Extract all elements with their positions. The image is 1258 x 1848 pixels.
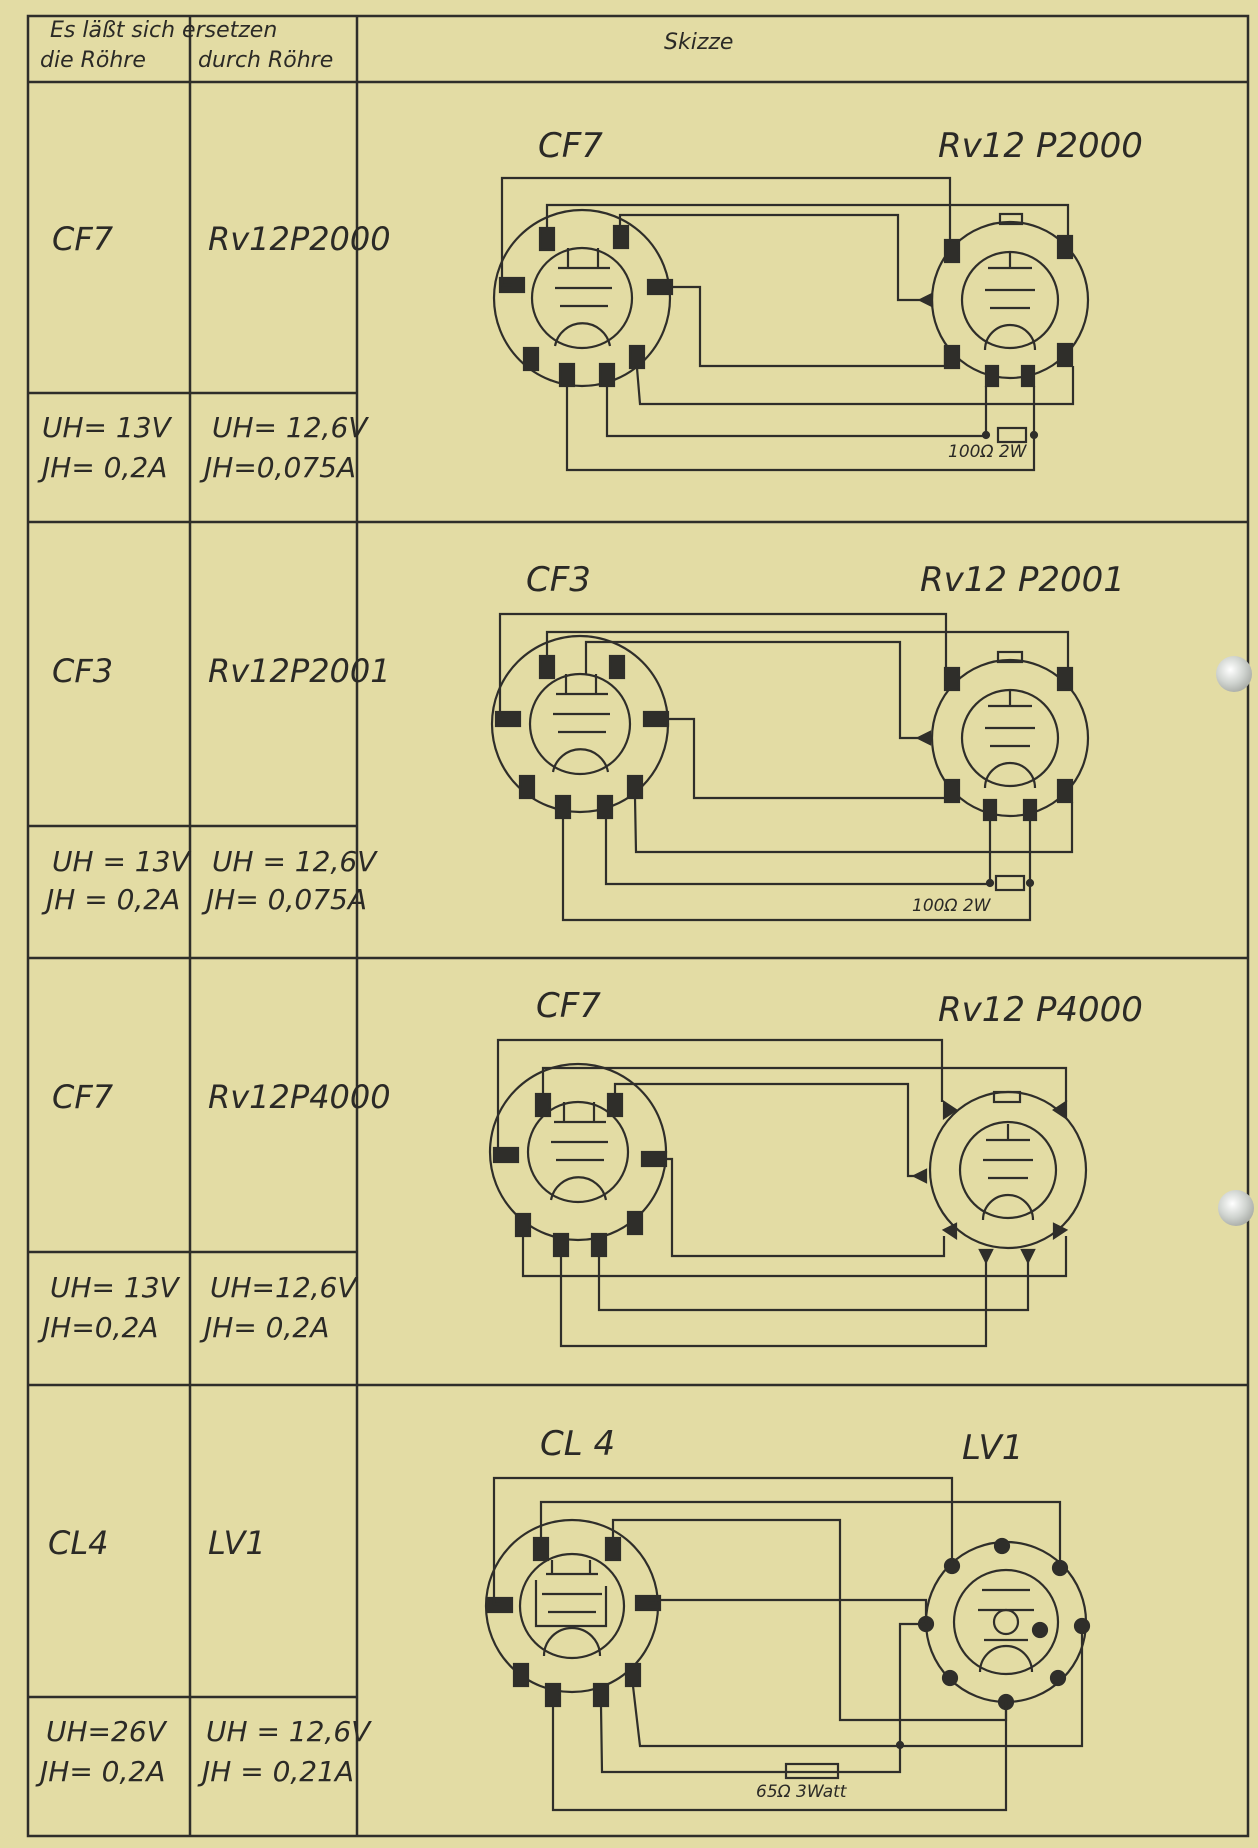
row1-sketch [492,176,1090,472]
row3-original-voltage: UH= 13V [50,1271,179,1304]
header-caption: Es läßt sich ersetzen [50,18,278,43]
row3-original-tube: CF7 [52,1078,114,1116]
row3-original-current: JH=0,2A [42,1311,159,1344]
row3-sketch [488,1038,1088,1348]
row4-original-tube: CL4 [48,1524,109,1562]
row3-wiring [496,1038,1068,1348]
binder-hole-upper [1216,656,1252,692]
row3-replacement-current: JH= 0,2A [204,1311,330,1344]
binder-hole-lower [1218,1190,1254,1226]
row2-original-voltage: UH = 13V [52,845,190,878]
row4-replacement-current: JH = 0,21A [202,1755,355,1788]
row4-right-socket [917,1537,1091,1711]
row2-replacement-current: JH= 0,075A [206,883,367,916]
row1-wiring [500,176,1075,472]
header-replacement-column: durch Röhre [198,48,334,73]
row2-sketch-left-label: CF3 [526,560,591,600]
row2-right-socket [915,650,1090,822]
row4-original-voltage: UH=26V [46,1715,166,1748]
row1-right-socket [917,212,1090,388]
row2-replacement-voltage: UH = 12,6V [212,845,377,878]
row3-left-socket [488,1062,668,1258]
row3-right-socket [911,1090,1088,1265]
row1-sketch-left-label: CF7 [538,126,603,166]
row2-resistor-label: 100Ω 2W [912,896,991,916]
row2-original-current: JH = 0,2A [46,883,181,916]
row4-resistor-label: 65Ω 3Watt [756,1782,847,1802]
row3-sketch-left-label: CF7 [536,986,601,1026]
row4-sketch [484,1476,1091,1812]
row1-original-tube: CF7 [52,220,114,258]
header-original-column: die Röhre [40,48,146,73]
row1-replacement-voltage: UH= 12,6V [212,411,368,444]
row1-replacement-tube: Rv12P2000 [208,220,391,258]
row4-replacement-voltage: UH = 12,6V [206,1715,371,1748]
row1-replacement-current: JH=0,075A [204,451,357,484]
row2-wiring [498,612,1074,922]
row4-left-socket [484,1518,662,1708]
row3-replacement-tube: Rv12P4000 [208,1078,391,1116]
row1-left-socket [492,208,674,388]
row3-sketch-right-label: Rv12 P4000 [938,990,1143,1030]
row3-replacement-voltage: UH=12,6V [210,1271,357,1304]
row4-sketch-left-label: CL 4 [540,1424,616,1464]
row2-sketch [490,612,1090,922]
row1-original-voltage: UH= 13V [42,411,171,444]
row4-sketch-right-label: LV1 [962,1428,1024,1468]
row2-left-socket [490,634,670,820]
row2-replacement-tube: Rv12P2001 [208,652,391,690]
header-sketch-column: Skizze [664,30,734,55]
row4-wiring [492,1476,1084,1812]
row2-sketch-right-label: Rv12 P2001 [920,560,1125,600]
row1-resistor-label: 100Ω 2W [948,442,1027,462]
row4-replacement-tube: LV1 [208,1524,266,1562]
row1-sketch-right-label: Rv12 P2000 [938,126,1143,166]
row2-original-tube: CF3 [52,652,114,690]
row1-original-current: JH= 0,2A [42,451,168,484]
row4-original-current: JH= 0,2A [40,1755,166,1788]
